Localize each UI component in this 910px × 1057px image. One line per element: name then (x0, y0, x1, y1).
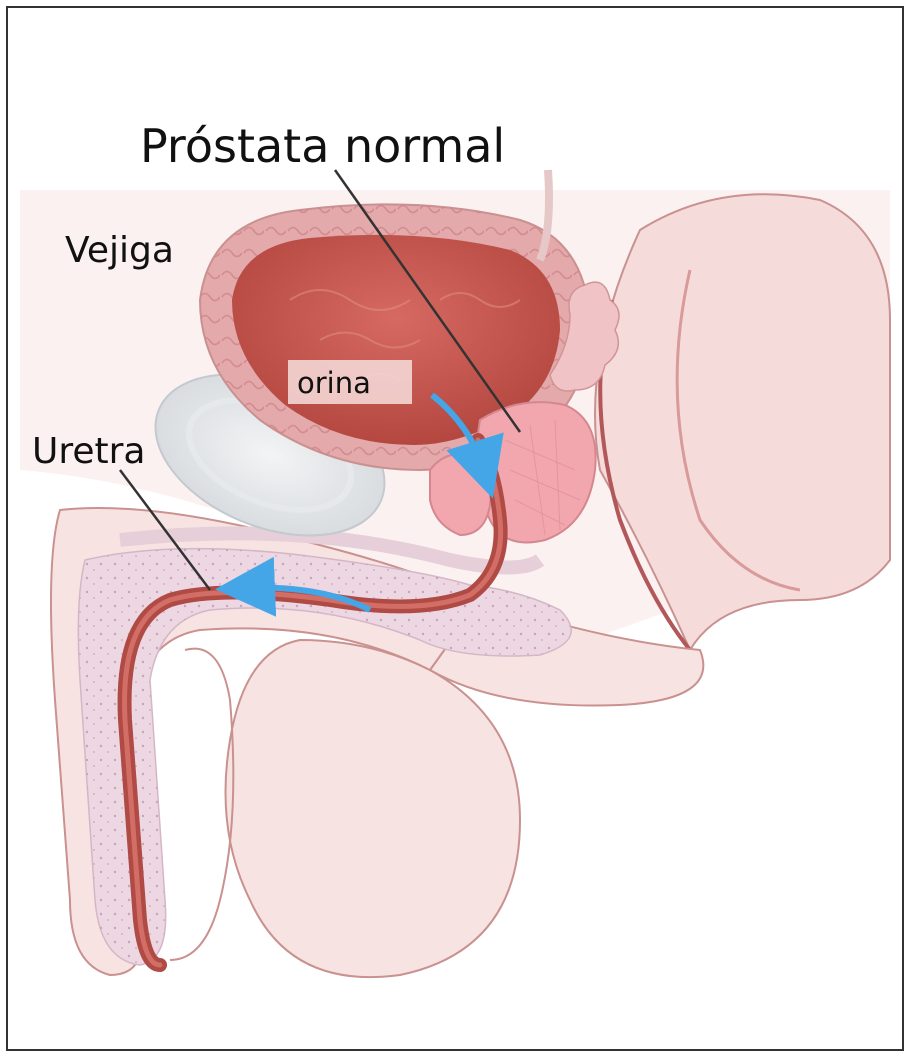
urine-label: orina (297, 366, 371, 400)
bladder-label: Vejiga (65, 230, 174, 271)
prostate-label: Próstata normal (140, 119, 505, 173)
urethra-label: Uretra (32, 431, 145, 472)
